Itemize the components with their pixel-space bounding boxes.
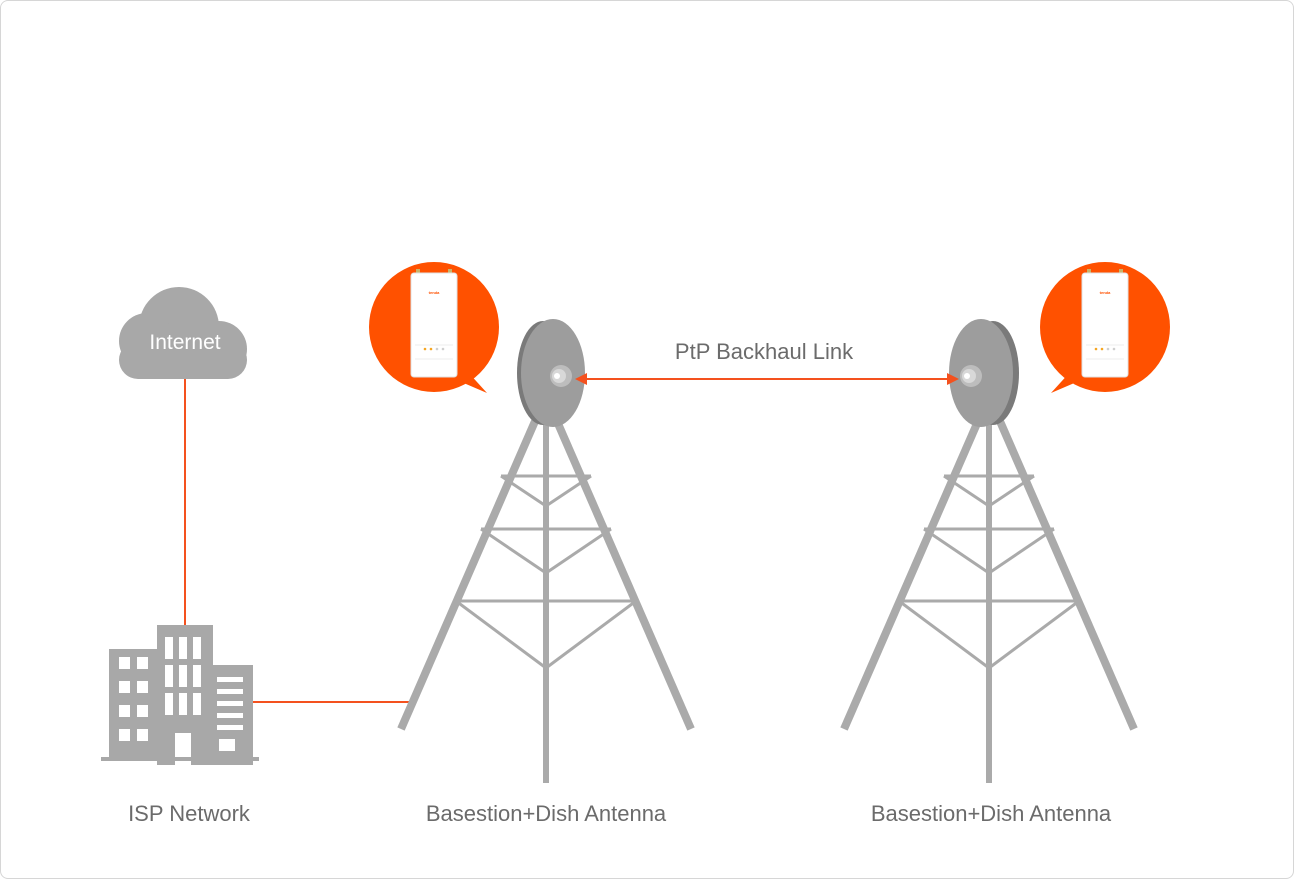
device-bubble-2: tenda bbox=[1040, 262, 1170, 393]
tower-1-label: Basestion+Dish Antenna bbox=[426, 801, 667, 826]
outdoor-cpe-device-icon: tenda bbox=[1081, 269, 1129, 378]
device-brand-1: tenda bbox=[429, 290, 440, 295]
tower-2 bbox=[840, 394, 1138, 783]
internet-cloud-icon bbox=[119, 287, 247, 379]
tower-1 bbox=[397, 394, 695, 783]
device-brand-2: tenda bbox=[1100, 290, 1111, 295]
device-bubble-1: tenda bbox=[369, 262, 499, 393]
tower-2-label: Basestion+Dish Antenna bbox=[871, 801, 1112, 826]
ptp-link-label: PtP Backhaul Link bbox=[675, 339, 854, 364]
isp-building-icon bbox=[101, 625, 259, 765]
isp-label: ISP Network bbox=[128, 801, 251, 826]
outdoor-cpe-device-icon: tenda bbox=[410, 269, 458, 378]
dish-antenna-icon bbox=[517, 319, 585, 427]
ptp-link-arrow bbox=[575, 373, 959, 385]
cloud-label: Internet bbox=[149, 331, 220, 354]
dish-antenna-icon bbox=[949, 319, 1019, 427]
